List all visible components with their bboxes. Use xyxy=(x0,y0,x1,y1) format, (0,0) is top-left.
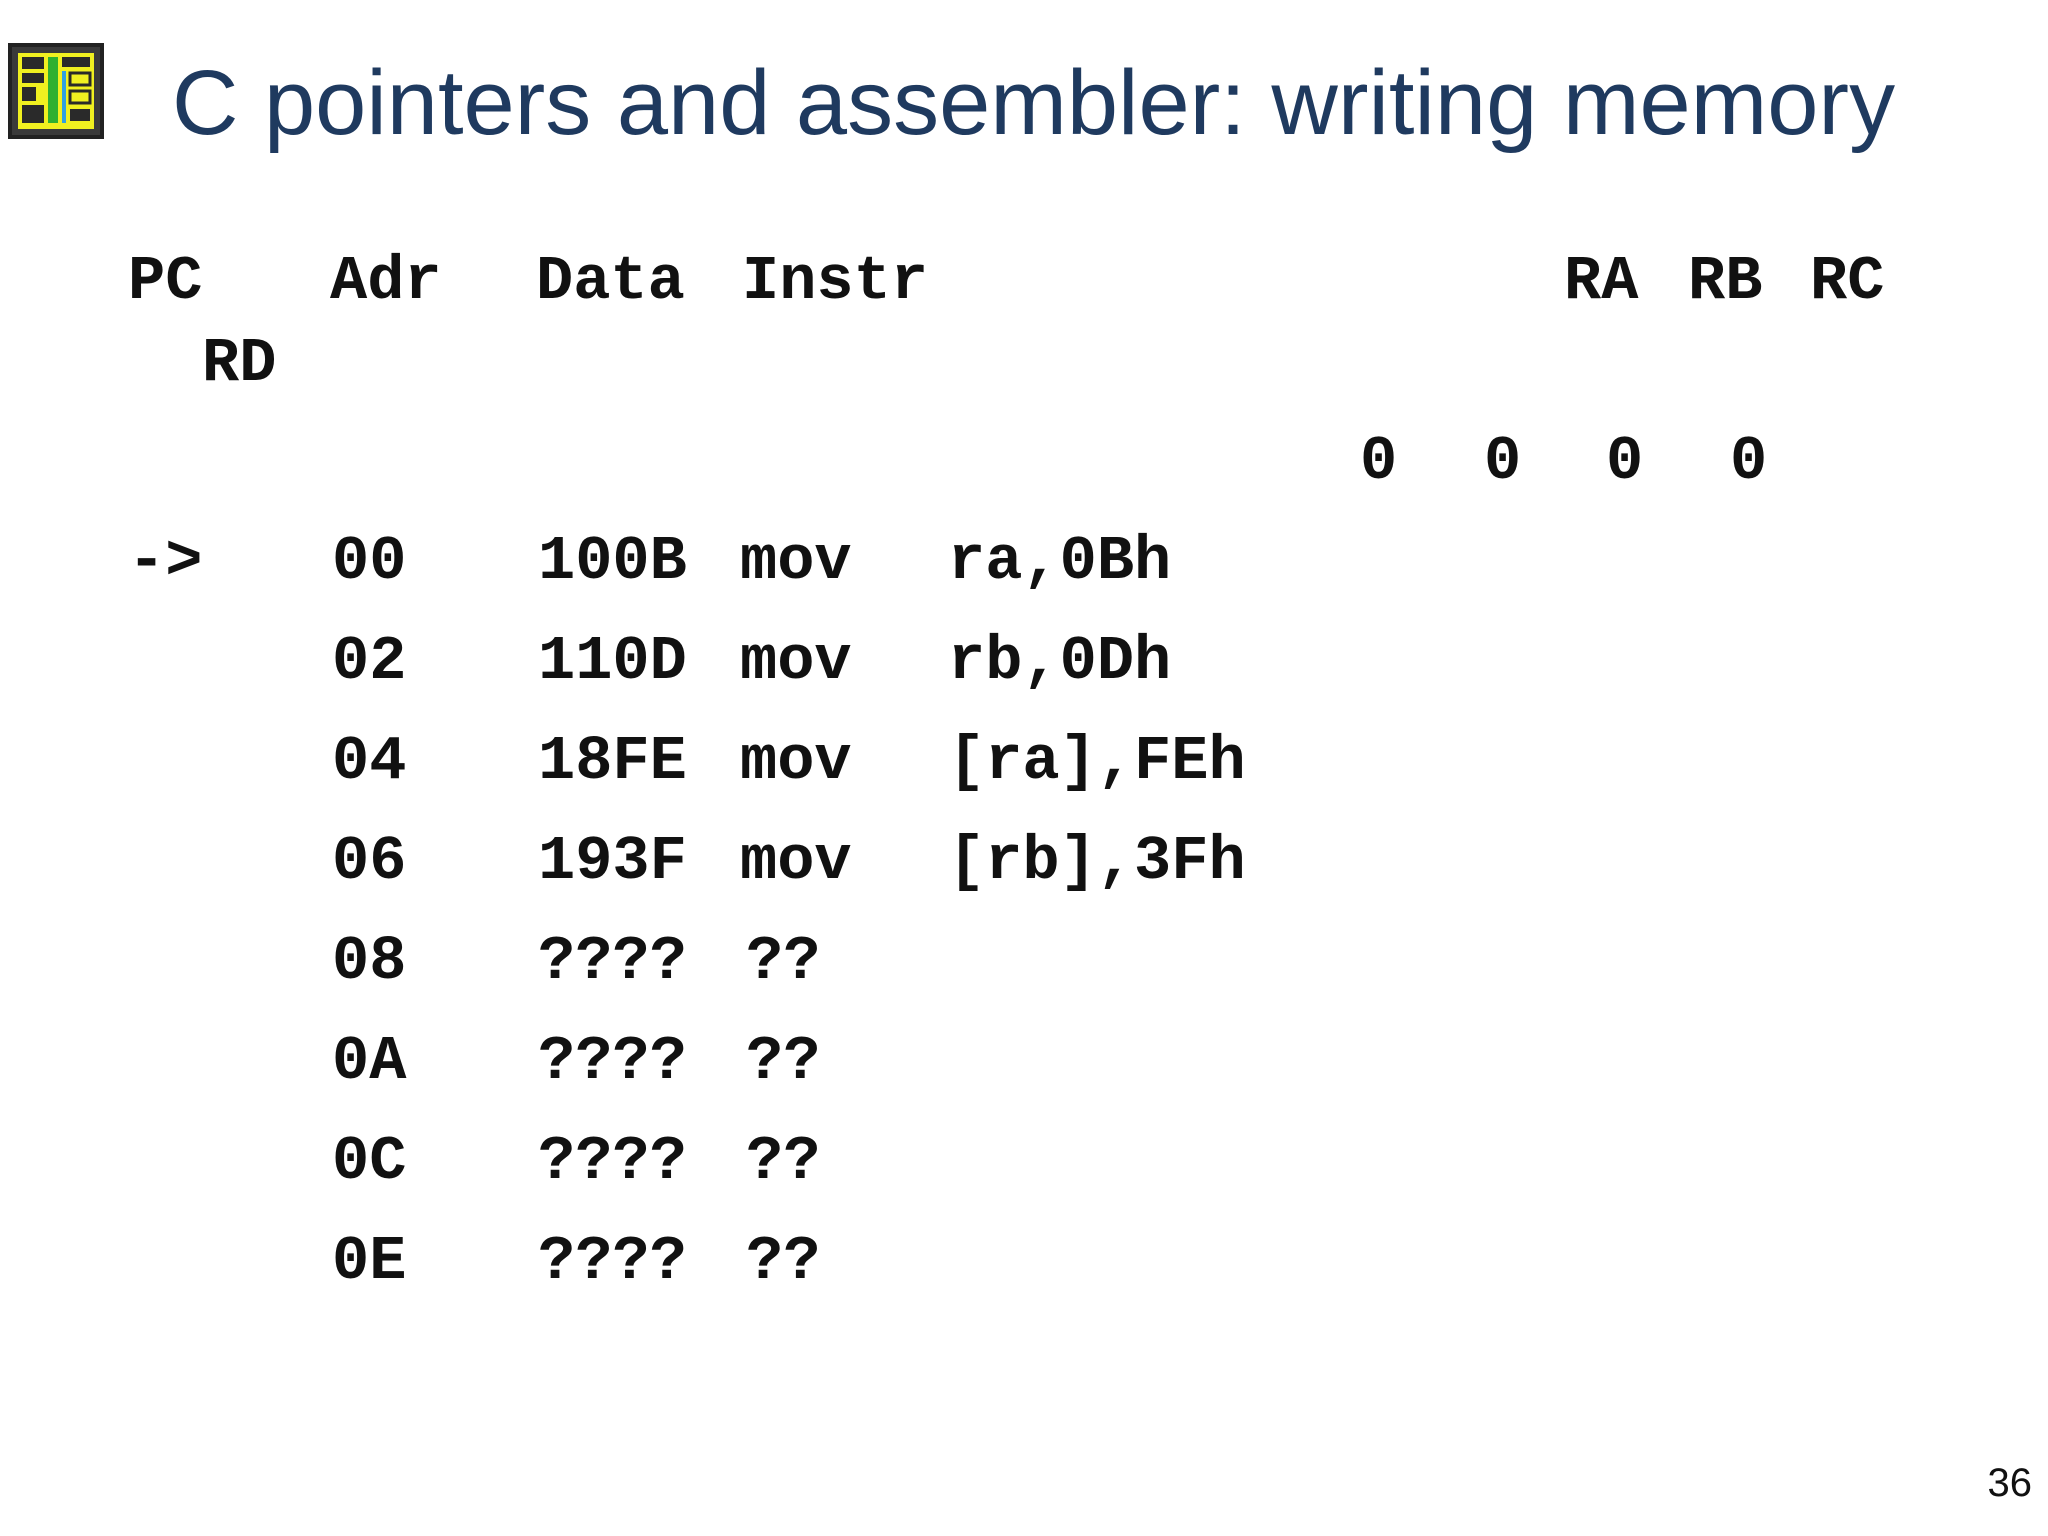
row-operands: rb,0Dh xyxy=(948,626,1172,697)
header-rd: RD xyxy=(202,328,277,399)
row-data: 100B xyxy=(538,526,687,597)
row-opcode: ?? xyxy=(746,1126,821,1197)
register-value-rb: 0 xyxy=(1484,426,1522,497)
row-address: 06 xyxy=(332,826,407,897)
register-value-rc: 0 xyxy=(1606,426,1644,497)
row-address: 04 xyxy=(332,726,407,797)
header-data: Data xyxy=(536,246,685,317)
row-data: 110D xyxy=(538,626,687,697)
header-rb: RB xyxy=(1688,246,1763,317)
row-data: ???? xyxy=(538,1026,687,1097)
row-data: ???? xyxy=(538,1126,687,1197)
row-opcode: ?? xyxy=(746,1026,821,1097)
row-opcode: mov xyxy=(740,726,852,797)
row-opcode: ?? xyxy=(746,1226,821,1297)
row-address: 0A xyxy=(332,1026,407,1097)
slide-title: C pointers and assembler: writing memory xyxy=(172,52,1896,154)
row-opcode: mov xyxy=(740,826,852,897)
row-data: ???? xyxy=(538,926,687,997)
row-data: ???? xyxy=(538,1226,687,1297)
row-address: 0C xyxy=(332,1126,407,1197)
row-address: 0E xyxy=(332,1226,407,1297)
header-ra: RA xyxy=(1564,246,1639,317)
row-operands: [rb],3Fh xyxy=(948,826,1246,897)
row-data: 193F xyxy=(538,826,687,897)
header-pc: PC xyxy=(128,246,203,317)
row-data: 18FE xyxy=(538,726,687,797)
row-opcode: mov xyxy=(740,626,852,697)
register-value-rd: 0 xyxy=(1730,426,1768,497)
header-instr: Instr xyxy=(742,246,929,317)
row-address: 08 xyxy=(332,926,407,997)
page-number: 36 xyxy=(1987,1461,2033,1505)
chip-logo-icon xyxy=(8,43,104,139)
header-adr: Adr xyxy=(330,246,442,317)
row-address: 00 xyxy=(332,526,407,597)
register-value-ra: 0 xyxy=(1360,426,1398,497)
row-opcode: ?? xyxy=(746,926,821,997)
row-operands: ra,0Bh xyxy=(948,526,1172,597)
row-address: 02 xyxy=(332,626,407,697)
pc-pointer: -> xyxy=(128,526,203,597)
row-operands: [ra],FEh xyxy=(948,726,1246,797)
row-opcode: mov xyxy=(740,526,852,597)
header-rc: RC xyxy=(1810,246,1885,317)
